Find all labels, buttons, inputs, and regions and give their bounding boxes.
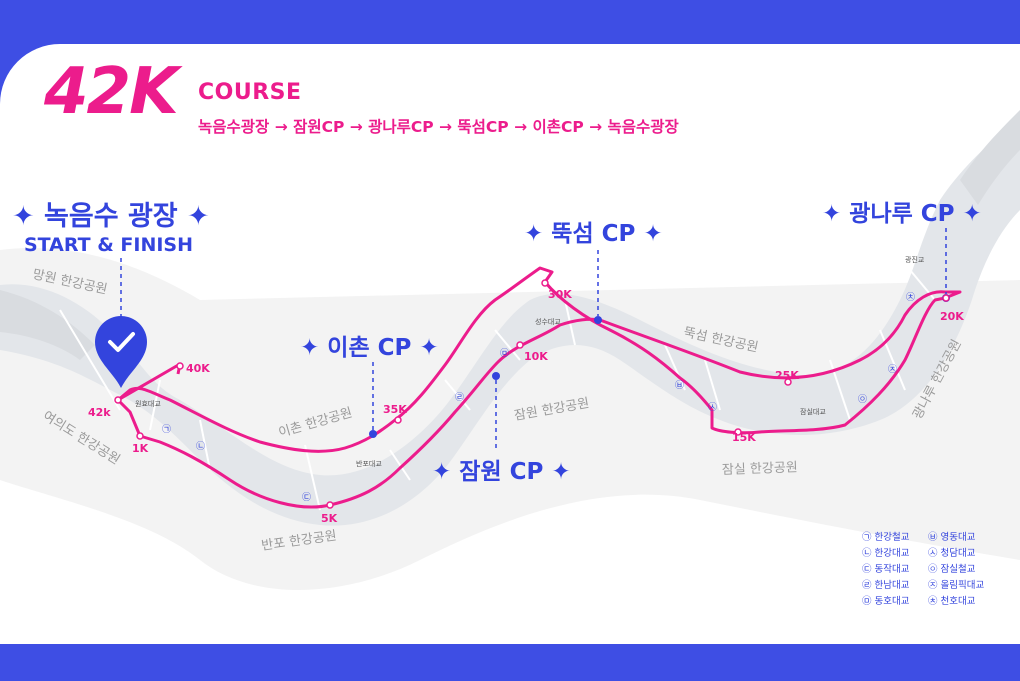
svg-text:광진교: 광진교 — [905, 255, 925, 264]
four-point-star-icon: ✦ — [12, 201, 35, 232]
course-label: COURSE — [198, 80, 302, 105]
four-point-star-icon: ✦ — [300, 335, 320, 361]
cp-label-ichon: ✦ 이촌 CP ✦ — [300, 335, 439, 361]
cp-label-jamwon: ✦ 잠원 CP ✦ — [432, 459, 571, 485]
svg-text:㉢: ㉢ — [302, 492, 311, 503]
legend-item: ㉣ 한남대교 — [862, 580, 910, 591]
distance-title: 42K — [44, 55, 179, 129]
park-jamsil: 잠실 한강공원 — [722, 460, 798, 478]
legend-item: ㉢ 동작대교 — [862, 564, 910, 575]
han-river — [0, 120, 1020, 526]
four-point-star-icon: ✦ — [187, 201, 210, 232]
svg-text:30K: 30K — [548, 288, 572, 301]
bridge-symbols: ㉠ ㉡ ㉢ ㉣ ㉤ ㉥ ㉦ ㉧ ㉨ ㉩ — [162, 292, 915, 503]
mangwon-land — [0, 290, 95, 360]
bottom-band — [0, 644, 1020, 681]
top-band — [0, 0, 1020, 44]
svg-text:㉦: ㉦ — [708, 402, 717, 413]
svg-text:반포대교: 반포대교 — [356, 459, 382, 468]
svg-text:35K: 35K — [383, 403, 407, 416]
four-point-star-icon: ✦ — [643, 221, 663, 247]
four-point-star-icon: ✦ — [962, 201, 982, 227]
start-name: ✦ 녹음수 광장 ✦ — [12, 201, 210, 232]
cp-dot-jamwon — [492, 372, 500, 380]
svg-text:㉠: ㉠ — [162, 424, 171, 435]
svg-text:40K: 40K — [186, 362, 210, 375]
route-summary: 녹음수광장 → 잠원CP → 광나루CP → 뚝섬CP → 이촌CP → 녹음수… — [198, 118, 679, 136]
cp-label-gwangnaru: ✦ 광나루 CP ✦ — [822, 201, 982, 227]
svg-text:㉨: ㉨ — [888, 364, 897, 375]
svg-text:5K: 5K — [321, 512, 338, 525]
svg-text:성수대교: 성수대교 — [535, 317, 561, 326]
svg-text:㉣: ㉣ — [455, 392, 464, 403]
km-labels: 42k 1K 40K 5K 35K 10K 30K 25K 15K 20K — [88, 288, 964, 525]
cp-leaders — [120, 228, 947, 452]
four-point-star-icon: ✦ — [822, 201, 842, 227]
start-subtitle: START & FINISH — [24, 234, 194, 256]
svg-text:원효대교: 원효대교 — [135, 399, 161, 408]
svg-text:25K: 25K — [775, 369, 799, 382]
svg-text:잠실대교: 잠실대교 — [800, 407, 826, 416]
four-point-star-icon: ✦ — [551, 459, 571, 485]
bridge-lines — [59, 269, 936, 511]
cp-dot-ttukseom — [594, 316, 602, 324]
legend-item: ㉤ 동호대교 — [862, 596, 910, 607]
legend-item: ㉦ 청담대교 — [928, 548, 976, 559]
svg-text:㉤: ㉤ — [500, 348, 509, 359]
bridge-labels: 원효대교 반포대교 성수대교 잠실대교 광진교 — [135, 255, 925, 468]
legend-item: ㉨ 올림픽대교 — [928, 580, 985, 591]
svg-text:㉡: ㉡ — [196, 441, 205, 452]
location-pin-check-icon — [95, 316, 147, 388]
legend-item: ㉡ 한강대교 — [862, 548, 910, 559]
legend-item: ㉩ 천호대교 — [928, 596, 976, 607]
land-area — [0, 248, 1020, 590]
svg-text:㉧: ㉧ — [858, 394, 867, 405]
four-point-star-icon: ✦ — [524, 221, 544, 247]
svg-text:10K: 10K — [524, 350, 548, 363]
km-dots — [114, 279, 950, 509]
legend-item: ㉥ 영동대교 — [928, 532, 976, 543]
four-point-star-icon: ✦ — [419, 335, 439, 361]
cp-label-ttukseom: ✦ 뚝섬 CP ✦ — [524, 221, 663, 247]
svg-text:42k: 42k — [88, 406, 111, 419]
legend-item: ㉠ 한강철교 — [862, 532, 910, 543]
svg-text:20K: 20K — [940, 310, 964, 323]
svg-text:15K: 15K — [732, 431, 756, 444]
legend-item: ㉧ 잠실철교 — [928, 564, 976, 575]
river-east — [960, 110, 1020, 205]
svg-text:1K: 1K — [132, 442, 149, 455]
four-point-star-icon: ✦ — [432, 459, 452, 485]
svg-text:㉩: ㉩ — [906, 292, 915, 303]
svg-text:㉥: ㉥ — [675, 380, 684, 391]
cp-dot-ichon — [369, 430, 377, 438]
